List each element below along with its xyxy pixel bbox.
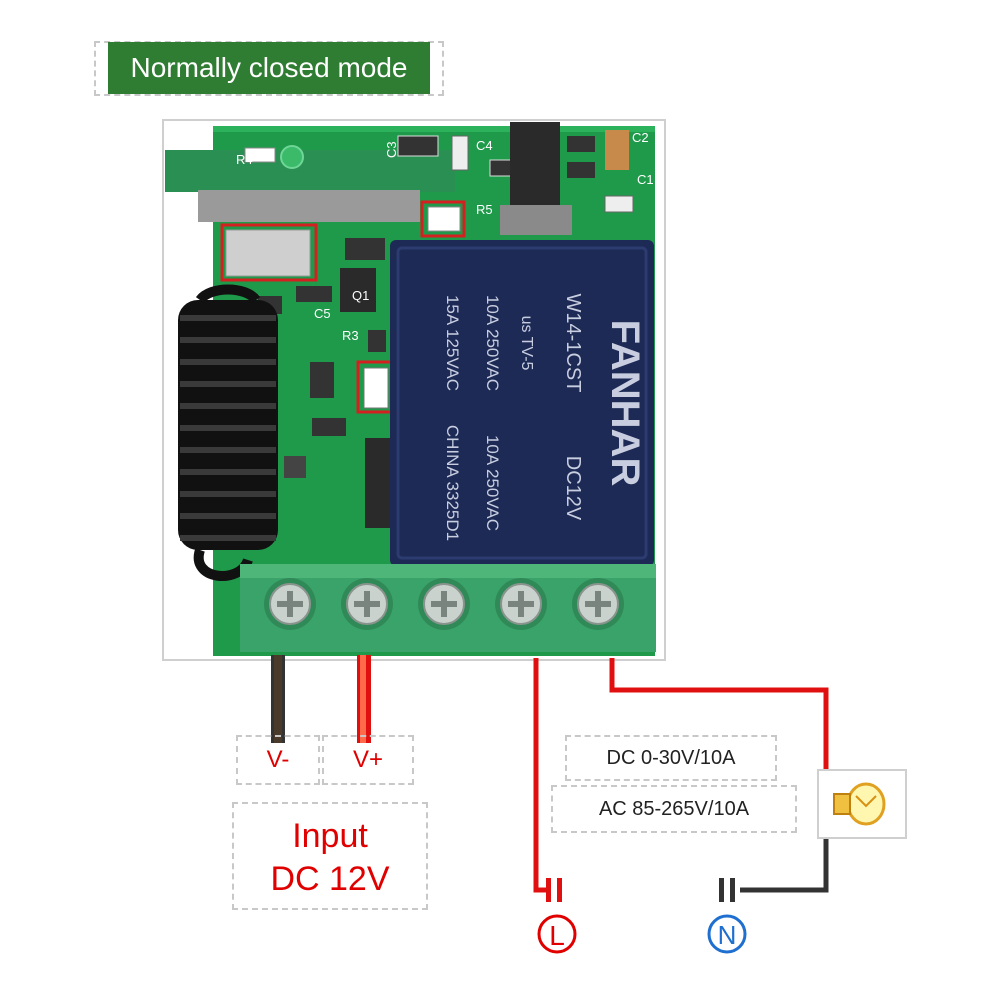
input-label-line1: Input xyxy=(292,816,368,855)
relay-rating-3: 15A 125VAC xyxy=(443,295,462,391)
lightbulb-icon xyxy=(833,782,886,826)
dc-range-label: DC 0-30V/10A xyxy=(565,735,777,781)
input-label-frame xyxy=(232,802,428,910)
smd-part xyxy=(567,136,595,152)
label-r4: R4 xyxy=(236,152,253,167)
line-circle-icon xyxy=(537,914,577,954)
v-minus-label: V- xyxy=(236,735,320,785)
relay-coil: DC12V xyxy=(562,456,584,521)
wire-v-minus-core xyxy=(274,655,282,743)
line-terminal-bar xyxy=(546,878,551,902)
label-c4: C4 xyxy=(476,138,493,153)
smd-r3 xyxy=(363,367,389,409)
rf-module xyxy=(165,150,455,192)
terminal-screw-icon xyxy=(572,578,624,630)
v-plus-label: V+ xyxy=(322,735,414,785)
smd-part xyxy=(312,418,346,436)
neutral-symbol: N xyxy=(718,920,737,950)
wire-line xyxy=(533,658,547,893)
neutral-circle-icon xyxy=(707,914,747,954)
neutral-terminal-bar xyxy=(719,878,724,902)
terminal-screws xyxy=(264,578,624,630)
wire-load xyxy=(609,658,829,788)
terminal-screw-icon xyxy=(495,578,547,630)
antenna-coil xyxy=(178,284,278,581)
tact-switch xyxy=(225,229,311,277)
smd-part xyxy=(567,162,595,178)
wire-neutral xyxy=(740,836,829,893)
smd-part xyxy=(284,456,306,478)
relay-cert: us TV-5 xyxy=(518,316,535,371)
smd-c2 xyxy=(605,130,629,170)
wire-v-plus-core xyxy=(360,655,366,743)
smd-part xyxy=(345,238,385,260)
smd-c1 xyxy=(604,195,634,213)
terminal-top xyxy=(240,564,656,578)
smd-c4 xyxy=(451,135,469,171)
mode-badge: Normally closed mode xyxy=(108,42,430,94)
smd-r5 xyxy=(427,206,461,232)
relay-model: W14-1CST xyxy=(562,294,584,393)
label-r3: R3 xyxy=(342,328,359,343)
line-symbol: L xyxy=(549,920,565,951)
smd-r4 xyxy=(244,147,276,163)
terminal-screw-icon xyxy=(341,578,393,630)
smd-part xyxy=(368,330,386,352)
label-q1: Q1 xyxy=(352,288,369,303)
label-c3: C3 xyxy=(384,141,399,158)
regulator-tab xyxy=(510,122,560,206)
relay-rating-2: 10A 250VAC xyxy=(483,435,502,531)
label-c2: C2 xyxy=(632,130,649,145)
regulator-body xyxy=(500,205,572,235)
terminal-screw-icon xyxy=(264,578,316,630)
label-c1: C1 xyxy=(637,172,654,187)
input-label-line2: DC 12V xyxy=(270,859,390,898)
pcb-edge xyxy=(213,126,655,132)
smd-part xyxy=(296,286,332,302)
label-r5: R5 xyxy=(476,202,493,217)
highlight-r5 xyxy=(420,200,466,238)
ac-range-label: AC 85-265V/10A xyxy=(551,785,797,833)
relay-rim xyxy=(396,246,648,560)
line-terminal-bar xyxy=(557,878,562,902)
label-c5: C5 xyxy=(314,306,331,321)
relay-body xyxy=(390,240,654,566)
neutral-terminal-bar xyxy=(730,878,735,902)
smd-c3 xyxy=(397,135,439,157)
transistor-q1 xyxy=(340,268,376,312)
relay-rating-1: 10A 250VAC xyxy=(483,295,502,391)
highlight-switch xyxy=(220,223,318,282)
smd-part xyxy=(310,362,334,398)
relay-brand: FANHAR xyxy=(603,320,647,487)
relay-origin: CHINA 3325D1 xyxy=(443,425,462,541)
rf-module-shield xyxy=(198,190,420,222)
pcb-via xyxy=(280,145,304,169)
terminal-screw-icon xyxy=(418,578,470,630)
